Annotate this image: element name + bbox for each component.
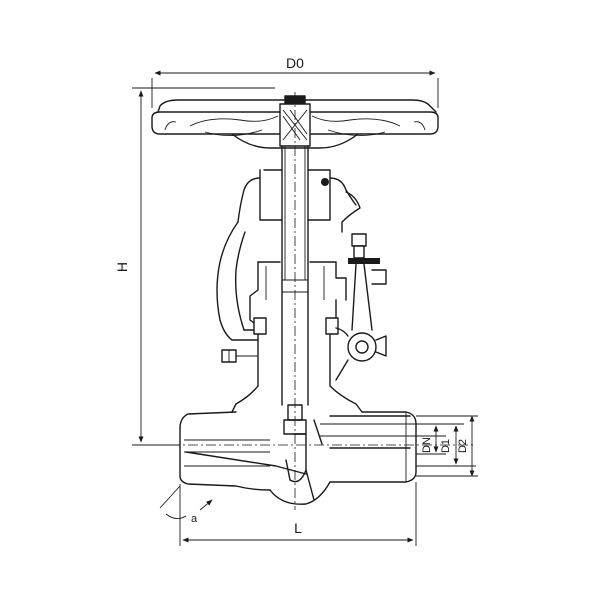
bevel-angle-dimension: a bbox=[159, 485, 213, 525]
handwheel bbox=[151, 95, 439, 149]
grease-fitting-icon bbox=[321, 178, 329, 186]
h-dimension: H bbox=[114, 87, 275, 446]
diameter-dimensions: DN D1 D2 bbox=[416, 415, 478, 477]
d1-label: D1 bbox=[440, 439, 452, 453]
l-label: L bbox=[294, 520, 302, 536]
d2-label: D2 bbox=[457, 439, 469, 453]
dn-label: DN bbox=[421, 437, 433, 453]
gland-bolts bbox=[221, 317, 339, 363]
d0-label: D0 bbox=[286, 55, 304, 71]
h-label: H bbox=[114, 262, 130, 272]
d0-dimension: D0 bbox=[151, 55, 439, 108]
valve-stem bbox=[281, 145, 309, 406]
valve-body bbox=[179, 385, 417, 505]
l-dimension: L bbox=[179, 482, 417, 546]
centerlines bbox=[170, 92, 476, 510]
angle-label: a bbox=[191, 513, 198, 525]
yoke bbox=[216, 169, 361, 387]
lock-lever bbox=[335, 233, 387, 381]
